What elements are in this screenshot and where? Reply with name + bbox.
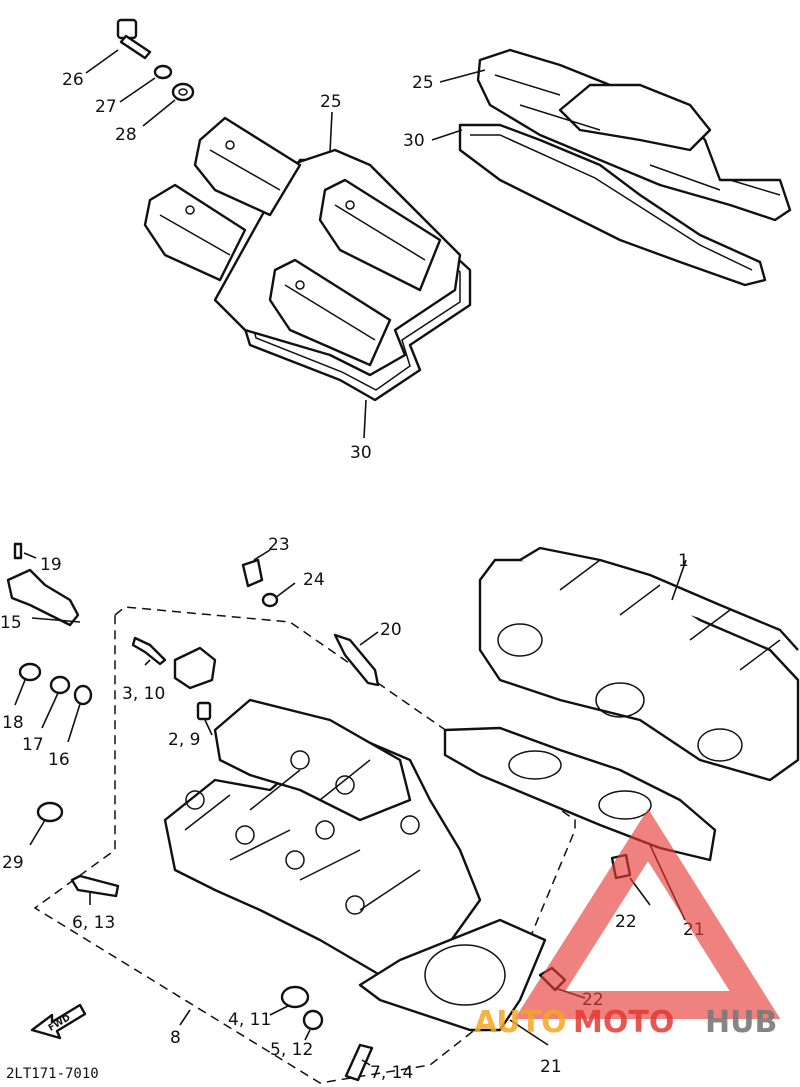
callout-20: 20 <box>380 620 402 640</box>
callout-3-10: 3, 10 <box>122 684 165 704</box>
dowel-6-13 <box>70 874 120 898</box>
nut-23 <box>241 558 264 588</box>
callout-19: 19 <box>40 555 62 575</box>
oil-pipe-15 <box>6 542 80 627</box>
callout-6-13: 6, 13 <box>72 913 115 933</box>
callout-27: 27 <box>95 97 117 117</box>
callout-8: 8 <box>170 1028 181 1048</box>
callout-15: 15 <box>0 613 22 633</box>
watermark-moto: MOTO <box>573 1005 674 1040</box>
callout-7-14: 7, 14 <box>370 1063 413 1083</box>
callout-28: 28 <box>115 125 137 145</box>
callout-1: 1 <box>678 551 689 571</box>
callout-25-right: 25 <box>412 73 434 93</box>
callout-21-bottom: 21 <box>540 1057 562 1077</box>
callout-24: 24 <box>303 570 325 590</box>
watermark-logo <box>514 808 781 1019</box>
washer-5-12 <box>302 1009 324 1031</box>
spark-plug-20 <box>333 633 380 687</box>
bolt-26 <box>116 18 152 60</box>
washer-24 <box>261 592 279 608</box>
callout-22-top: 22 <box>615 912 637 932</box>
callout-4-11: 4, 11 <box>228 1010 271 1030</box>
callout-18: 18 <box>2 713 24 733</box>
cap-29 <box>36 801 64 823</box>
watermark-text: AUTO MOTO HUB <box>474 1005 777 1040</box>
cylinder-head-exploded <box>33 606 576 1084</box>
callout-5-12: 5, 12 <box>270 1040 313 1060</box>
watermark-auto: AUTO <box>474 1005 567 1040</box>
callout-2-9: 2, 9 <box>168 730 200 750</box>
fwd-arrow: FWD <box>30 1003 87 1040</box>
bracket-2-9 <box>173 646 217 690</box>
head-cover-right-assembly <box>458 48 792 287</box>
nut-4-11 <box>280 985 310 1009</box>
callout-16: 16 <box>48 750 70 770</box>
o-ring-18 <box>18 662 42 682</box>
watermark-hub: HUB <box>705 1005 777 1040</box>
callout-17: 17 <box>22 735 44 755</box>
callout-30-bottom: 30 <box>350 443 372 463</box>
diagram-code: 2LT171-7010 <box>6 1066 99 1082</box>
callout-23: 23 <box>268 535 290 555</box>
bolt-3-10 <box>131 636 167 666</box>
o-ring-17 <box>49 675 71 695</box>
head-cover-left-assembly <box>143 116 472 402</box>
washer-27 <box>153 64 173 80</box>
callout-29: 29 <box>2 853 24 873</box>
callout-30-left: 30 <box>403 131 425 151</box>
stud-7-14 <box>344 1043 374 1082</box>
callout-26: 26 <box>62 70 84 90</box>
washer-28 <box>171 82 195 102</box>
o-ring-16 <box>73 684 93 706</box>
pin-2-9 <box>196 701 212 721</box>
callout-25-left: 25 <box>320 92 342 112</box>
